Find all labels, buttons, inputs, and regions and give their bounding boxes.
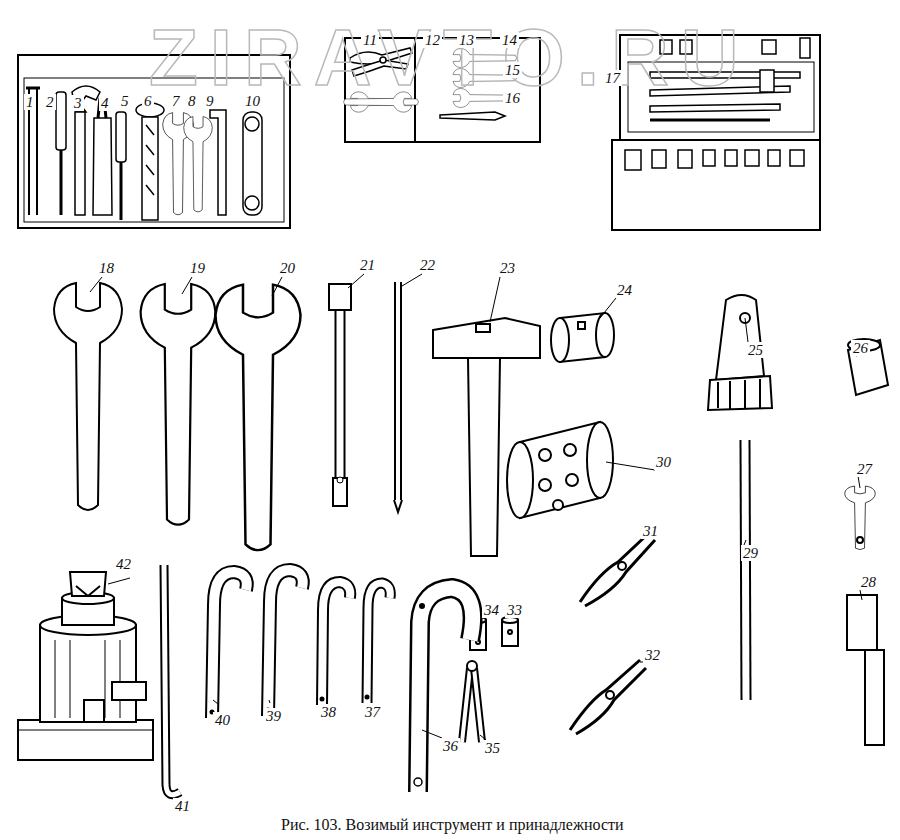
callout-number: 2 — [44, 94, 56, 110]
pliers — [570, 532, 655, 734]
callout-number: 28 — [859, 574, 878, 590]
callout-number: 1 — [24, 94, 36, 110]
callout-number: 36 — [441, 738, 460, 754]
callout-number: 3 — [72, 95, 84, 111]
callout-number: 22 — [418, 257, 437, 273]
rod — [164, 565, 180, 795]
callout-number: 14 — [500, 32, 519, 48]
open-end-wrench — [54, 283, 301, 550]
hammer — [433, 318, 540, 556]
callout-number: 8 — [186, 93, 198, 109]
tweezers — [462, 661, 482, 742]
rod — [745, 440, 746, 700]
socket-wrench — [329, 284, 351, 506]
callout-number: 34 — [482, 602, 501, 618]
accessories — [708, 295, 888, 745]
callout-number: 23 — [498, 260, 517, 276]
callout-number: 27 — [855, 461, 874, 477]
callout-number: 40 — [213, 712, 232, 728]
callout-number: 24 — [615, 282, 634, 298]
callout-number: 4 — [99, 95, 111, 111]
callout-number: 25 — [746, 342, 765, 358]
callout-number: 17 — [603, 70, 622, 86]
figure-caption: Рис. 103. Возимый инструмент и принадлеж… — [281, 816, 624, 834]
watermark: ZIRAVTO.RU — [149, 16, 750, 100]
callout-number: 13 — [457, 32, 476, 48]
callout-number: 20 — [278, 260, 297, 276]
callout-number: 6 — [142, 93, 154, 109]
callout-number: 42 — [114, 556, 133, 572]
callout-number: 37 — [363, 704, 382, 720]
callout-number: 29 — [741, 545, 760, 561]
rod — [394, 282, 402, 512]
callout-number: 39 — [264, 708, 283, 724]
ring-sleeve — [507, 313, 614, 518]
callout-number: 12 — [423, 32, 442, 48]
leader-line — [90, 274, 870, 740]
callout-number: 33 — [505, 602, 524, 618]
hydraulic-jack — [18, 572, 153, 760]
callout-number: 18 — [97, 260, 116, 276]
callout-number: 10 — [243, 93, 262, 109]
callout-number: 11 — [361, 32, 379, 48]
callout-number: 21 — [358, 257, 377, 273]
callout-number: 16 — [503, 90, 522, 106]
callout-number: 7 — [170, 93, 182, 109]
callout-number: 26 — [851, 340, 870, 356]
callout-number: 31 — [641, 523, 660, 539]
callout-number: 19 — [188, 260, 207, 276]
case-tools — [26, 86, 262, 220]
callout-number: 41 — [173, 798, 192, 814]
callout-number: 35 — [483, 740, 502, 756]
callout-number: 38 — [319, 704, 338, 720]
callout-number: 9 — [204, 93, 216, 109]
hook-wrench — [210, 570, 473, 792]
callout-number: 32 — [643, 647, 662, 663]
callout-number: 30 — [654, 454, 673, 470]
callout-number: 5 — [119, 93, 131, 109]
callout-number: 15 — [503, 62, 522, 78]
